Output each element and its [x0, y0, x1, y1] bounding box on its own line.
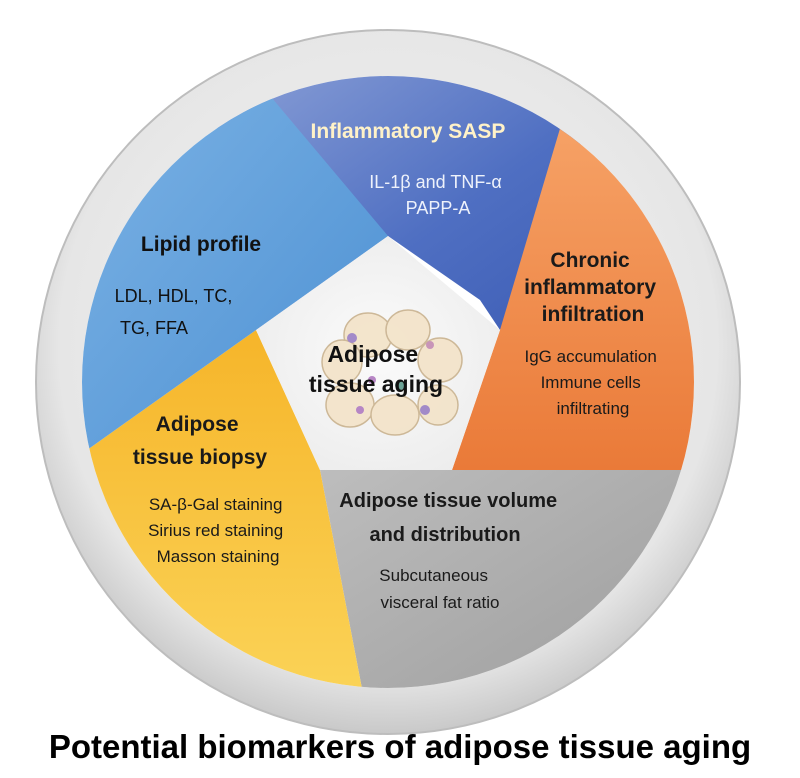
chronic-item-2: Immune cells	[541, 373, 641, 392]
inflammatory-item-2: PAPP-A	[406, 198, 471, 218]
biopsy-item-1: SA-β-Gal staining	[149, 495, 283, 514]
tissue-biopsy-title: Adipose tissue biopsy	[133, 413, 268, 469]
figure-caption: Potential biomarkers of adipose tissue a…	[48, 728, 752, 765]
adipocyte-cluster-illustration	[321, 309, 463, 436]
biopsy-item-3: Masson staining	[157, 547, 280, 566]
chronic-item-3: infiltrating	[557, 399, 630, 418]
volume-title-line-1: Adipose tissue volume	[339, 490, 557, 512]
inflammatory-item-1: IL-1β and TNF-α	[369, 172, 501, 192]
chronic-title-line-2: inflammatory	[524, 276, 656, 299]
biopsy-title-line-1: Adipose	[156, 413, 239, 436]
biopsy-title-line-2: tissue biopsy	[133, 446, 268, 469]
volume-title-line-2: and distribution	[369, 524, 520, 546]
chronic-infiltration-items: IgG accumulation Immune cells infiltrati…	[524, 347, 661, 418]
lipid-profile-title: Lipid profile	[141, 233, 261, 256]
tissue-biopsy-items: SA-β-Gal staining Sirius red staining Ma…	[148, 495, 288, 566]
volume-distribution-items: Subcutaneous visceral fat ratio	[379, 566, 499, 612]
biomarker-wheel-diagram: Adipose tissue aging Inflammatory SASP I…	[35, 29, 741, 735]
inflammatory-sasp-items: IL-1β and TNF-α PAPP-A	[369, 172, 506, 218]
chronic-item-1: IgG accumulation	[524, 347, 656, 366]
center-label-line-1: Adipose	[327, 341, 418, 367]
lipid-item-1: LDL, HDL, TC,	[115, 286, 233, 306]
volume-distribution-title: Adipose tissue volume and distribution	[339, 490, 562, 546]
center-label-line-2: tissue aging	[309, 371, 443, 397]
lipid-profile-items: LDL, HDL, TC, TG, FFA	[115, 286, 238, 338]
chronic-title-line-3: infiltration	[542, 303, 645, 326]
inflammatory-sasp-title: Inflammatory SASP	[311, 120, 506, 143]
chronic-infiltration-title: Chronic inflammatory infiltration	[524, 249, 662, 326]
center-label: Adipose tissue aging	[309, 341, 443, 397]
lipid-item-2: TG, FFA	[120, 318, 188, 338]
biopsy-item-2: Sirius red staining	[148, 521, 283, 540]
chronic-title-line-1: Chronic	[550, 249, 630, 272]
volume-item-2: visceral fat ratio	[380, 593, 499, 612]
volume-item-1: Subcutaneous	[379, 566, 488, 585]
